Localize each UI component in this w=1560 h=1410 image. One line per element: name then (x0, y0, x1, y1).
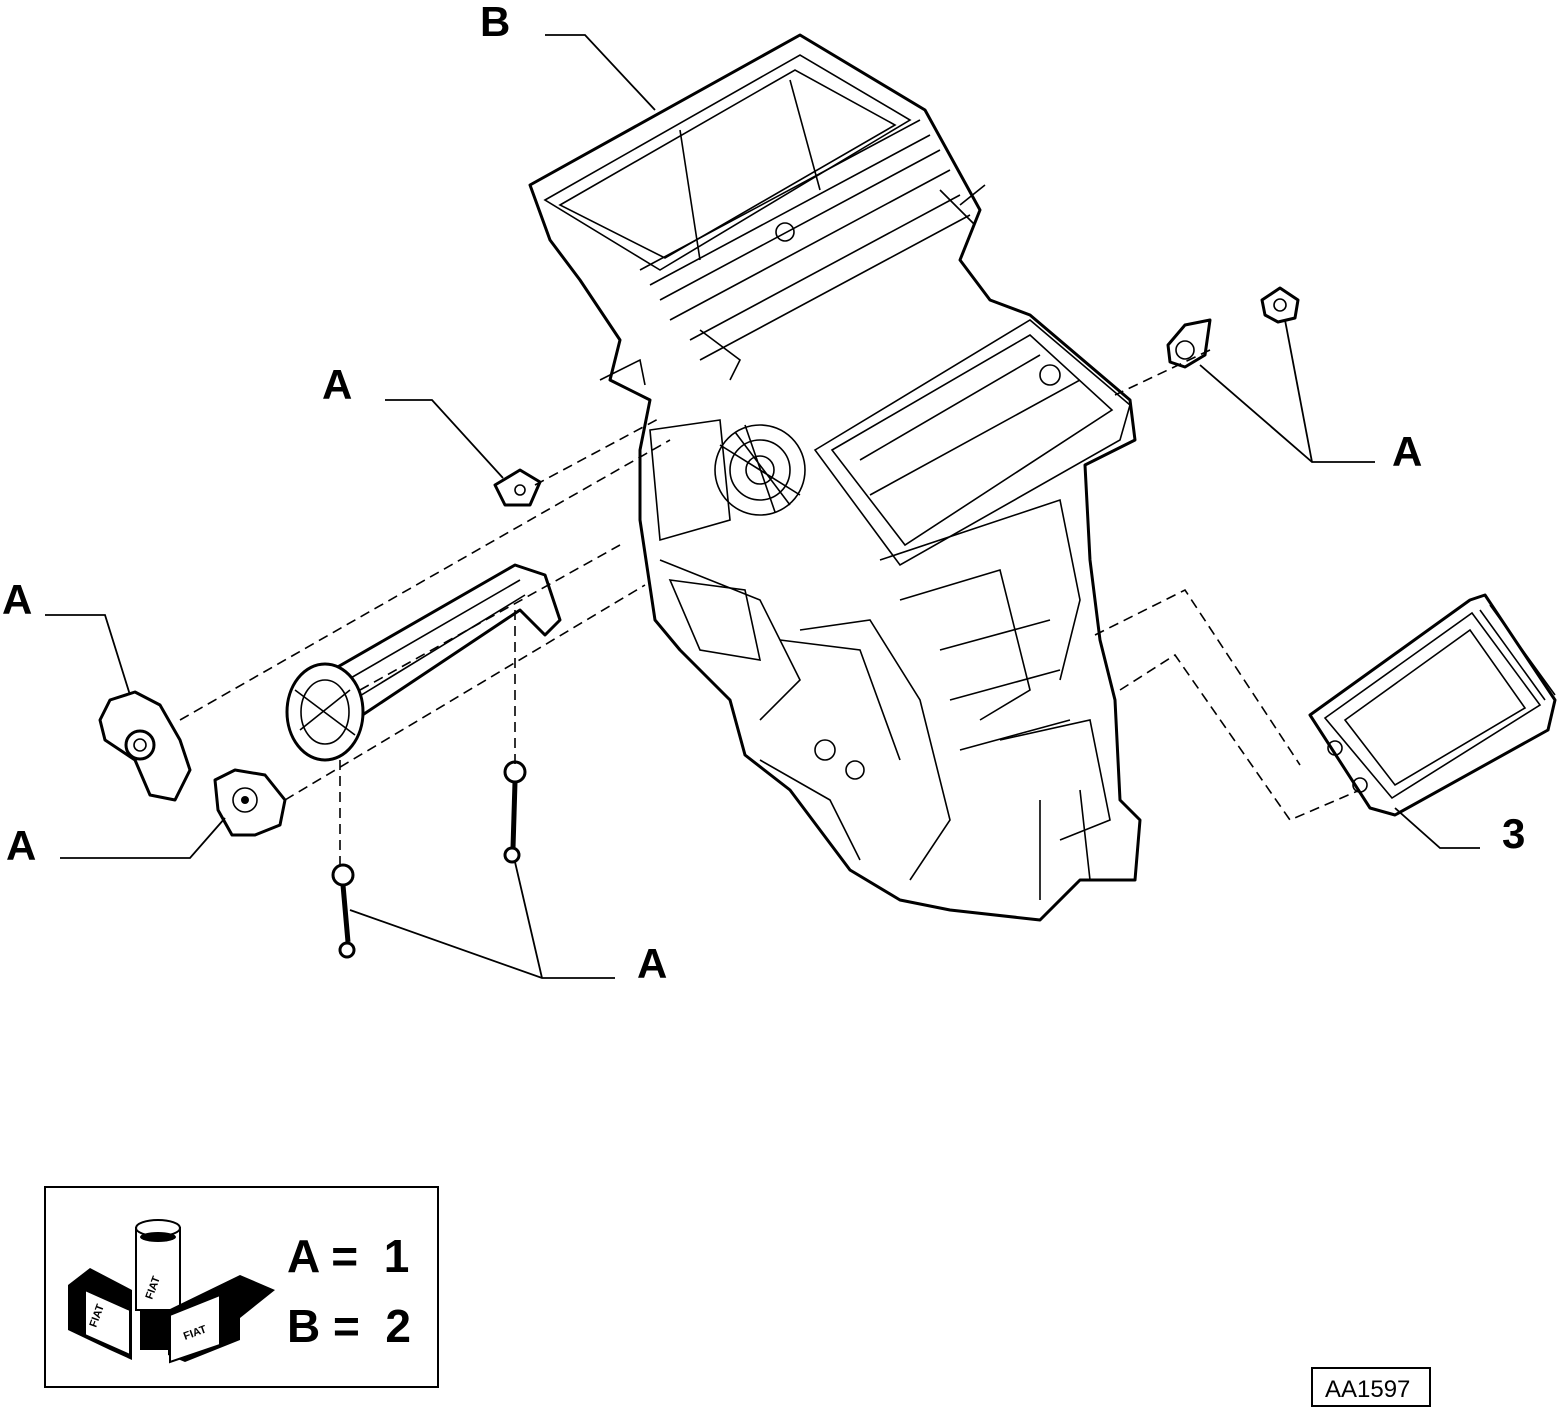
callout-a-center: A (322, 361, 352, 408)
legend-row-a: A = 1 (287, 1230, 409, 1282)
clip-part-center (493, 468, 542, 507)
legend-row-b: B = 2 (287, 1300, 411, 1352)
heater-housing (528, 33, 1142, 922)
filter-frame (1308, 593, 1557, 817)
bearing-cap-left (98, 690, 192, 802)
callout-three: 3 (1502, 810, 1525, 857)
bushing-left (213, 768, 287, 837)
legend-box: FIAT FIAT FIAT A = 1 B = 2 (44, 1186, 439, 1388)
link-rod-lower (331, 863, 356, 959)
callout-a-left-upper: A (2, 576, 32, 623)
flap-shaft (285, 563, 562, 762)
actuator-part-right (1166, 286, 1300, 369)
callout-a-right: A (1392, 428, 1422, 475)
reference-code-box: AA1597 (1311, 1367, 1431, 1407)
fiat-packaging-icon: FIAT FIAT FIAT (68, 1219, 275, 1364)
assembly-lines (179, 349, 1361, 865)
leader-lines (45, 34, 1480, 979)
callouts: B A A A A A 3 (2, 0, 1525, 987)
callout-b-top: B (480, 0, 510, 45)
link-rod-upper (503, 760, 527, 864)
callout-a-left-lower: A (6, 822, 36, 869)
reference-code: AA1597 (1325, 1376, 1410, 1403)
callout-a-bottom: A (637, 940, 667, 987)
